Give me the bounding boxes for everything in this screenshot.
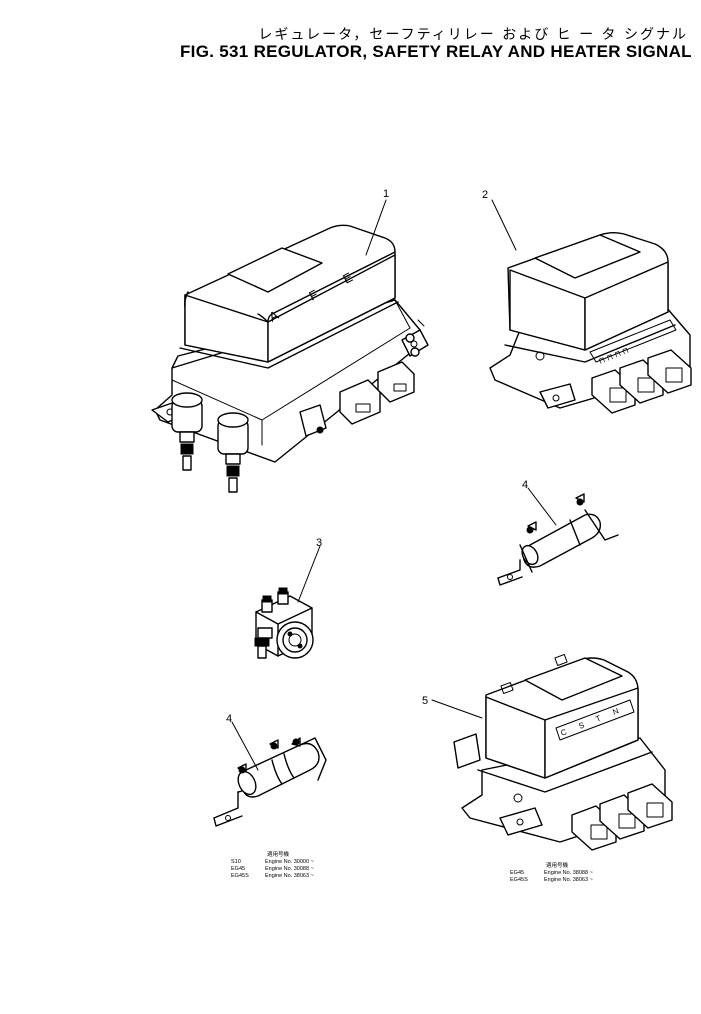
relay-lower-connectors [571, 783, 673, 851]
figure-title: FIG. 531 REGULATOR, SAFETY RELAY AND HEA… [180, 42, 692, 61]
heater-signal-lower-drawing: 4 [213, 713, 327, 827]
terminal-posts [171, 392, 249, 493]
applicability-header: 適用号機 [546, 863, 569, 869]
applicability-header: 適用号機 [267, 852, 290, 858]
regulator-drawing: A F E 1 [151, 188, 429, 493]
callout-2: 2 [482, 189, 488, 201]
title-japanese: レギュレータ，セーフティリレー および ヒ ー タ シグナル [258, 27, 688, 43]
relay-connectors [591, 349, 692, 414]
callout-3: 3 [316, 537, 322, 549]
safety-relay-drawing: ⊓ ⊓ ⊓ ⊓ 2 [482, 189, 692, 414]
side-connectors [299, 361, 415, 437]
switch-drawing: 3 [254, 537, 322, 659]
relay-lower-drawing: C S T N 5 [422, 654, 673, 851]
callout-5: 5 [422, 695, 428, 707]
callout-4-upper: 4 [522, 479, 528, 491]
callout-1: 1 [383, 188, 389, 200]
heater-signal-upper-drawing: 4 [497, 479, 619, 586]
terminal-label-c: C [559, 727, 568, 738]
terminal-label-t: T [594, 714, 602, 724]
callout-4-lower: 4 [226, 713, 232, 725]
terminal-label-s: S [577, 721, 585, 731]
terminal-label-n: N [611, 706, 620, 717]
